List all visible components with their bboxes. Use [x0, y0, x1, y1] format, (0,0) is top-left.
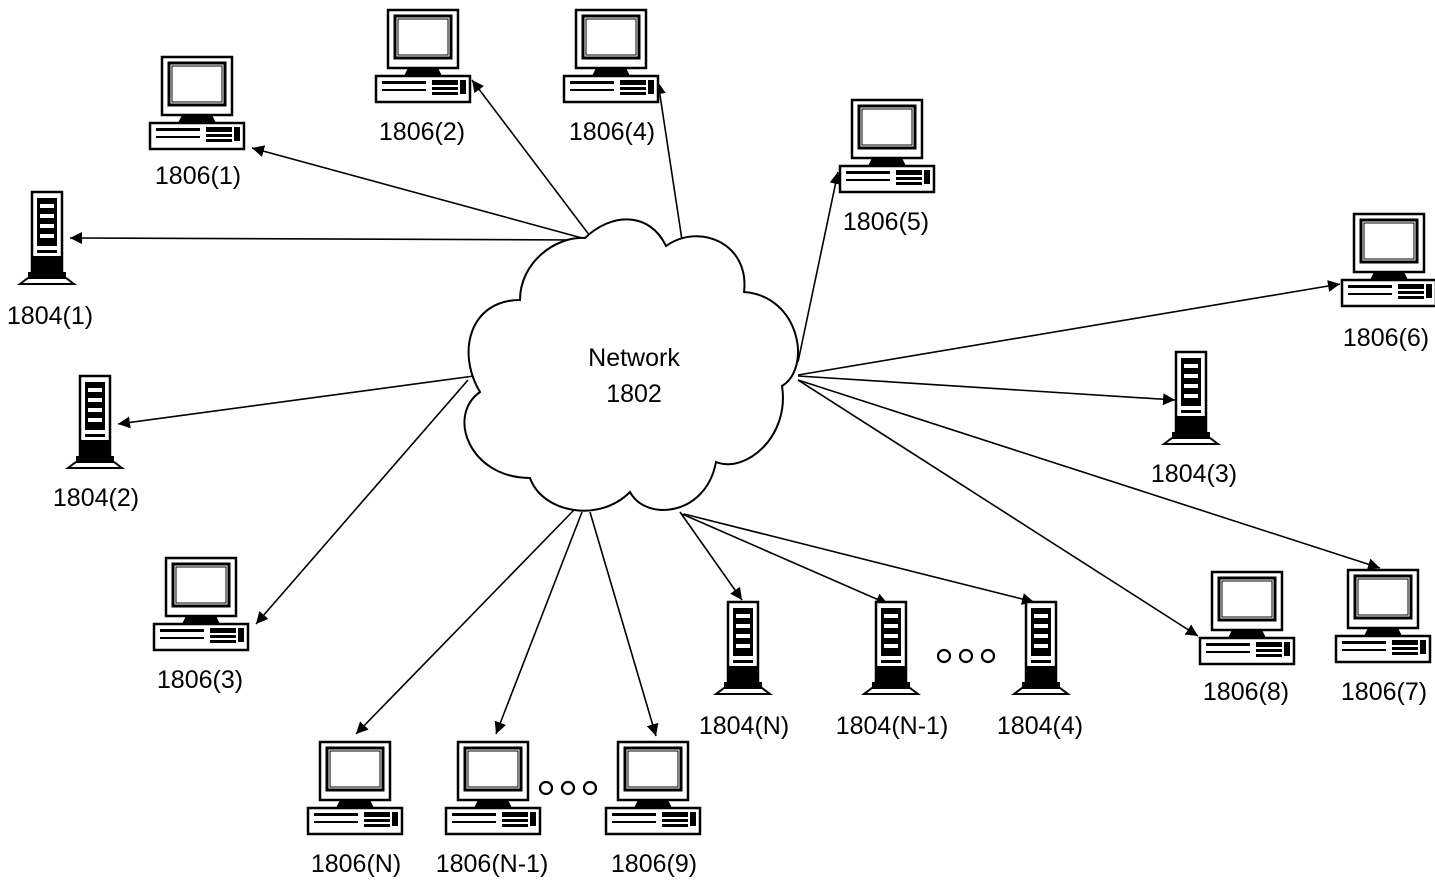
conn-1806-9	[589, 511, 659, 737]
workstation-icon	[374, 8, 472, 104]
conn-1804-N	[679, 511, 743, 601]
device-1804-3: 1804(3)	[1151, 350, 1237, 488]
device-1806-4: 1806(4)	[562, 8, 660, 146]
workstation-icon	[1198, 570, 1296, 666]
server-icon	[1012, 600, 1070, 696]
device-label: 1804(N)	[699, 712, 789, 740]
server-icon	[714, 600, 772, 696]
device-1806-2: 1806(2)	[374, 8, 472, 146]
workstation-icon	[604, 740, 702, 836]
ellipsis-bottom-workstations	[538, 780, 598, 796]
device-1804-N-1: 1804(N-1)	[836, 600, 949, 740]
device-label: 1806(3)	[157, 666, 243, 694]
conn-1804-N-1	[681, 513, 889, 605]
conn-1806-3	[255, 379, 469, 625]
device-label: 1806(N-1)	[436, 850, 549, 878]
device-label: 1806(5)	[843, 208, 929, 236]
device-label: 1806(4)	[569, 118, 655, 146]
device-label: 1806(1)	[155, 162, 241, 190]
conn-1806-2	[471, 79, 591, 237]
device-label: 1806(6)	[1343, 324, 1429, 352]
conn-1806-N	[355, 509, 575, 735]
conn-1804-4	[683, 513, 1035, 605]
device-1806-7: 1806(7)	[1334, 568, 1432, 706]
workstation-icon	[1340, 212, 1435, 308]
device-label: 1804(4)	[997, 712, 1083, 740]
device-1806-N: 1806(N)	[306, 740, 404, 878]
network-id: 1802	[606, 380, 662, 408]
device-label: 1804(2)	[53, 484, 139, 512]
device-1804-N: 1804(N)	[699, 600, 789, 740]
conn-1806-N-1	[494, 511, 583, 735]
workstation-icon	[1334, 568, 1432, 664]
server-icon	[1162, 350, 1220, 446]
device-label: 1806(9)	[611, 850, 697, 878]
server-icon	[862, 600, 920, 696]
device-1806-9: 1806(9)	[604, 740, 702, 878]
device-1806-5: 1806(5)	[838, 98, 936, 236]
device-label: 1804(1)	[7, 302, 93, 330]
device-label: 1806(N)	[311, 850, 401, 878]
device-1804-4: 1804(4)	[997, 600, 1083, 740]
device-1806-1: 1806(1)	[148, 55, 246, 190]
conn-1804-2	[117, 375, 475, 429]
device-label: 1806(2)	[379, 118, 465, 146]
workstation-icon	[562, 8, 660, 104]
device-1804-1: 1804(1)	[7, 190, 93, 330]
conn-1804-3	[797, 375, 1176, 406]
ellipsis-bottom-servers	[936, 648, 996, 664]
server-icon	[18, 190, 76, 286]
device-1804-2: 1804(2)	[53, 374, 139, 512]
device-label: 1806(8)	[1203, 678, 1289, 706]
workstation-icon	[306, 740, 404, 836]
connections	[69, 79, 1381, 737]
device-1806-N-1: 1806(N-1)	[436, 740, 549, 878]
conn-1806-8	[797, 379, 1199, 637]
cloud-shape	[463, 218, 799, 512]
server-icon	[66, 374, 124, 470]
workstation-icon	[148, 55, 246, 151]
device-label: 1806(7)	[1341, 678, 1427, 706]
device-1806-8: 1806(8)	[1198, 570, 1296, 706]
conn-1806-7	[797, 379, 1381, 571]
conn-1806-1	[251, 145, 583, 239]
device-label: 1804(N-1)	[836, 712, 949, 740]
device-label: 1804(3)	[1151, 460, 1237, 488]
conn-1806-4	[653, 81, 683, 241]
conn-1804-1	[69, 232, 583, 245]
device-1806-6: 1806(6)	[1340, 212, 1435, 352]
workstation-icon	[444, 740, 542, 836]
network-cloud: Network 1802	[463, 218, 799, 512]
conn-1806-5	[797, 171, 842, 363]
device-1806-3: 1806(3)	[152, 556, 250, 694]
network-title: Network	[588, 344, 680, 372]
workstation-icon	[152, 556, 250, 652]
conn-1806-6	[797, 280, 1341, 376]
workstation-icon	[838, 98, 936, 194]
